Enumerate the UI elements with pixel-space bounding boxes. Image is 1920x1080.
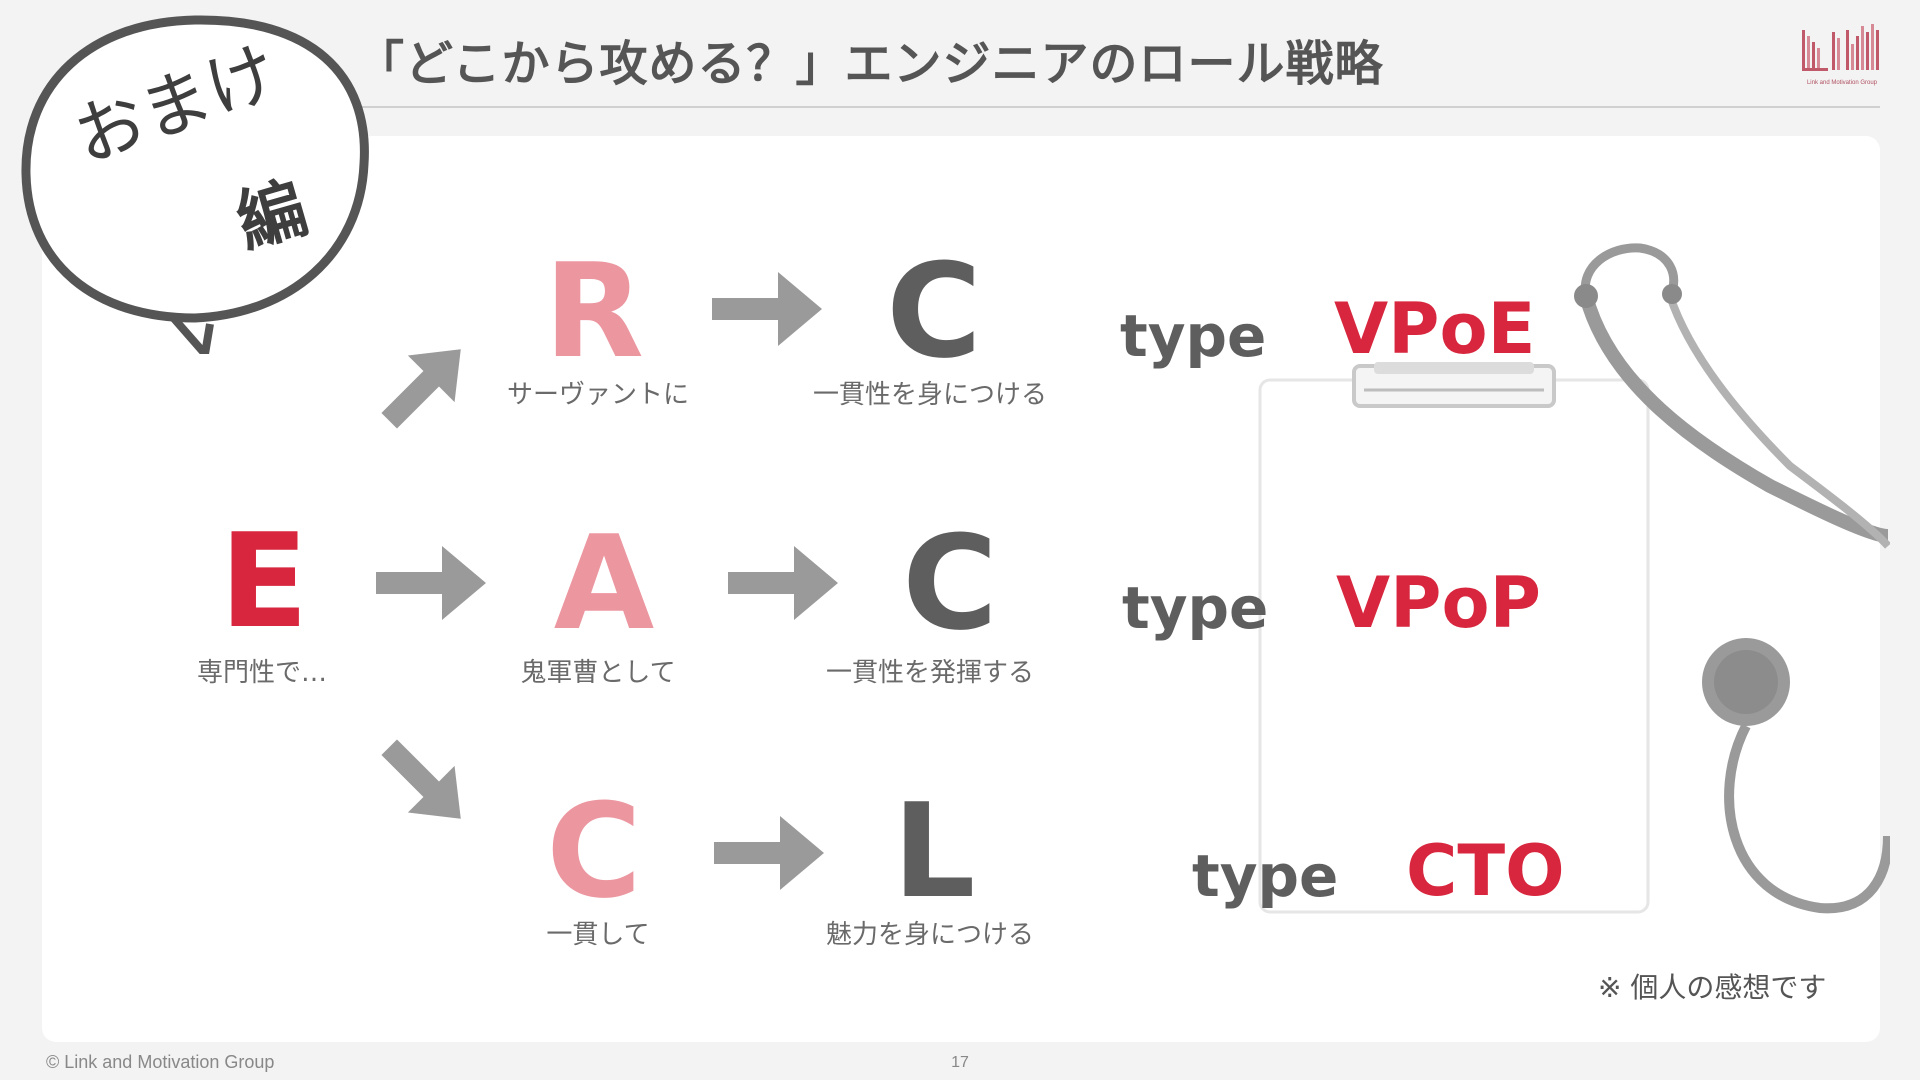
- page-number: 17: [951, 1054, 969, 1071]
- caption-row3-second: 魅力を身につける: [825, 920, 1035, 950]
- role-vpop: VPoP: [1336, 562, 1541, 644]
- slide-title: 「どこから攻める？」エンジニアのロール戦略: [356, 36, 1384, 92]
- caption-row3-first: 一貫して: [546, 920, 650, 950]
- type-label-row3: type: [1192, 842, 1339, 910]
- arrow-icon: [381, 739, 461, 819]
- caption-start: 専門性で…: [196, 658, 328, 688]
- letter-c-row3: C: [546, 775, 642, 927]
- letter-l: L: [892, 775, 976, 927]
- caption-row2-first: 鬼軍曹として: [520, 658, 676, 688]
- letter-a: A: [553, 507, 655, 659]
- logo-icon: [1802, 24, 1879, 71]
- caption-row1-second: 一貫性を身につける: [812, 380, 1048, 410]
- arrow-icon: [714, 816, 824, 890]
- caption-row2-second: 一貫性を発揮する: [825, 658, 1035, 688]
- arrow-icon: [712, 272, 822, 346]
- letter-c-row2: C: [902, 507, 998, 659]
- letter-r: R: [543, 235, 645, 387]
- disclaimer-note: ※ 個人の感想です: [1598, 971, 1827, 1004]
- arrow-icon: [381, 349, 461, 429]
- arrow-icon: [376, 546, 486, 620]
- type-label-row1: type: [1120, 302, 1267, 370]
- footer-copyright: © Link and Motivation Group: [46, 1052, 275, 1072]
- letter-e: E: [219, 505, 309, 657]
- title-divider: [356, 106, 1880, 108]
- role-vpoe: VPoE: [1334, 288, 1536, 370]
- speech-bubble-icon: [21, 15, 369, 354]
- stethoscope-icon: [1574, 243, 1890, 914]
- arrow-icon: [728, 546, 838, 620]
- caption-row1-first: サーヴァントに: [506, 380, 690, 410]
- letter-c-row1: C: [886, 235, 982, 387]
- type-label-row2: type: [1122, 574, 1269, 642]
- role-cto: CTO: [1406, 830, 1565, 912]
- clipboard-icon: [1258, 362, 1650, 914]
- logo-text: Link and Motivation Group: [1806, 80, 1878, 86]
